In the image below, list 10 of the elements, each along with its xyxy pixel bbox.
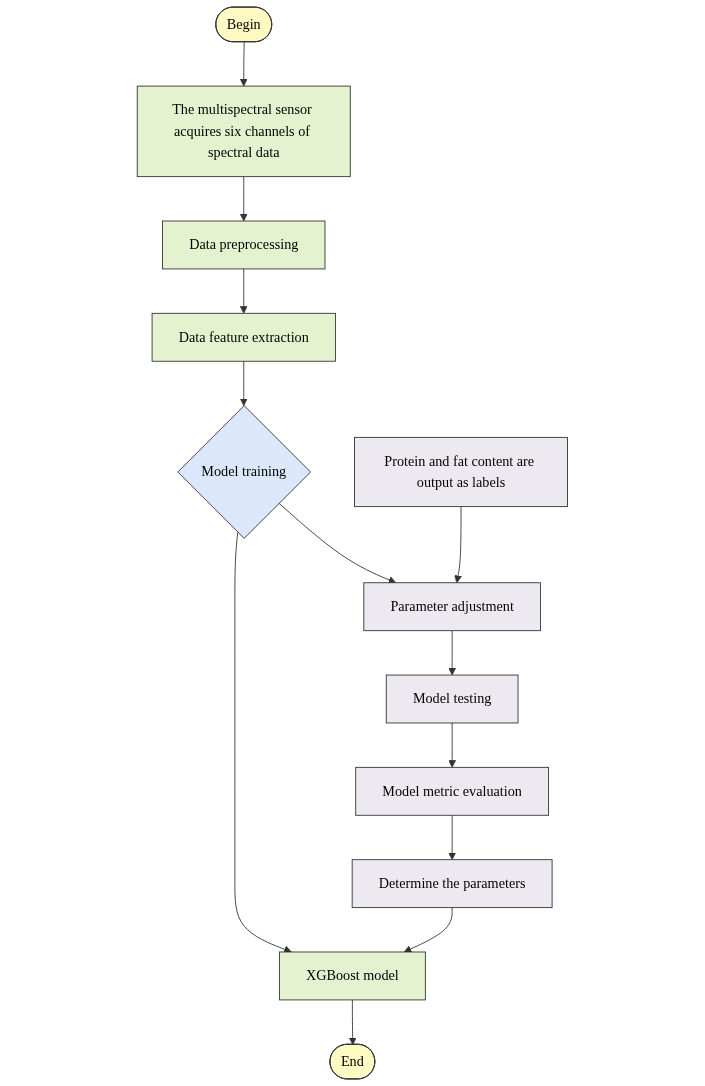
node-diamond: Model training	[177, 405, 312, 539]
node-box: Determine the parameters	[351, 859, 553, 909]
node-box: XGBoost model	[279, 951, 426, 1001]
node-box: Data preprocessing	[162, 220, 326, 270]
node-box: Protein and fat content are output as labels	[354, 436, 569, 508]
node-box: Model testing	[385, 674, 519, 724]
node-box: Parameter adjustment	[363, 582, 542, 632]
node-box: The multispectral sensor acquires six channels of spectral data	[136, 85, 351, 178]
node-box: Data feature extraction	[151, 312, 336, 362]
node-box: Model metric evaluation	[355, 766, 550, 816]
